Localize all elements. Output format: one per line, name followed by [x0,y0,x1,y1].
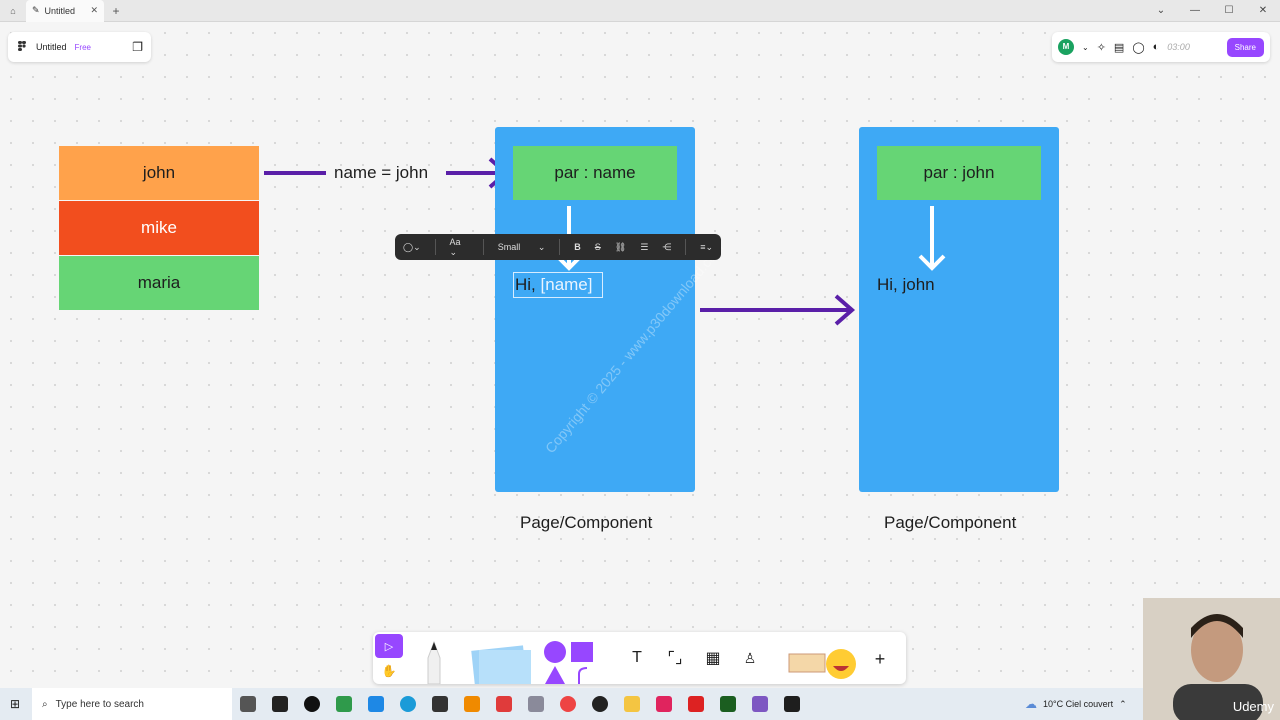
timer-value: 03:00 [1167,42,1190,52]
collab-panel: M ⌄ ✧ ▤ ◯ ◐ 03:00 Share [1052,32,1270,62]
chevron-up-icon[interactable]: ⌃ [1119,698,1127,709]
figma-taskbar-icon[interactable] [784,696,800,712]
ai-sparkle-icon[interactable]: ✧ [1096,41,1106,54]
section-tool-icon[interactable]: ⌜⌟ [667,650,683,667]
app-icon[interactable] [592,696,608,712]
sticky-note-icon[interactable] [465,640,537,684]
figma-pen-icon: ✎ [32,5,40,15]
bold-icon[interactable]: B [574,242,581,252]
text-format-toolbar: ◯⌄ Aa ⌄ Small⌄ B S ⛓ ☰ ⋲ ≡⌄ [395,234,721,260]
chrome-icon[interactable] [560,696,576,712]
webcam-overlay: Udemy [1143,598,1280,720]
tab-title: Untitled [44,5,76,16]
task-view-icon[interactable] [240,696,256,712]
caption-left[interactable]: Page/Component [520,513,653,532]
app-icon[interactable] [528,696,544,712]
figma-menu-icon[interactable] [16,40,28,54]
timer-icon[interactable]: ◐ [1152,41,1160,53]
chatgpt-icon[interactable] [304,696,320,712]
chevron-down-icon[interactable]: ⌄ [1082,42,1089,52]
search-placeholder: Type here to search [55,698,144,710]
weather-widget[interactable]: ☁ 10°C Ciel couvert ⌃ [1025,688,1127,720]
share-node-icon[interactable]: ⋲ [662,241,672,252]
app-icon[interactable] [752,696,768,712]
minimize-button[interactable]: — [1190,5,1200,16]
close-window-button[interactable]: ✕ [1258,5,1268,16]
divider [559,239,561,255]
down-arrow-icon [918,206,946,271]
app-icon[interactable] [688,696,704,712]
file-panel: Untitled Free ❐ [8,32,151,62]
shape-tool-icon[interactable] [541,640,597,684]
bottom-toolbar: ▷ ✋ T ⌜⌟ ▦ ♙ + [373,632,906,684]
param-label[interactable]: name = john [334,163,429,182]
windows-start-icon[interactable]: ⊞ [10,697,21,711]
window-controls: ⌄ — ☐ ✕ [1144,0,1280,22]
tab-close-icon[interactable]: ✕ [90,5,98,15]
file-name[interactable]: Untitled [36,42,67,52]
align-icon[interactable]: ≡⌄ [700,241,714,252]
vlc-icon[interactable] [464,696,480,712]
table-tool-icon[interactable]: ▦ [705,650,721,667]
search-icon: ⌕ [42,698,48,710]
stamp-tool-icon[interactable]: ♙ [743,649,757,666]
file-explorer-icon[interactable] [624,696,640,712]
cloud-icon: ☁ [1025,697,1037,711]
pen-tool-icon[interactable] [421,638,447,684]
divider [434,239,436,255]
divider [685,239,687,255]
browser-tab[interactable]: ✎ Untitled ✕ [26,0,104,22]
maximize-button[interactable]: ☐ [1224,5,1234,16]
pages-icon[interactable]: ❐ [132,40,143,54]
udemy-logo: Udemy [1232,699,1274,714]
chevron-down-icon[interactable]: ⌄ [1156,5,1166,16]
param-header-left[interactable]: par : name [513,146,677,200]
taskbar-search[interactable]: ⌕ Type here to search [32,688,232,720]
table-icon[interactable]: ▤ [1113,41,1125,54]
app-icon[interactable] [496,696,512,712]
vscode-icon[interactable] [368,696,384,712]
app-icon[interactable] [656,696,672,712]
list-item-john[interactable]: john [59,146,259,200]
text-tool-icon[interactable]: T [632,649,642,666]
browser-tab-bar: ⌂ ✎ Untitled ✕ + ⌄ — ☐ ✕ [0,0,1280,22]
hand-tool-icon[interactable]: ✋ [381,664,397,678]
param-header-right[interactable]: par : john [877,146,1041,200]
add-more-button[interactable]: + [874,648,886,669]
size-select[interactable]: Small⌄ [497,241,546,252]
new-tab-button[interactable]: + [112,3,120,18]
edge-icon[interactable] [400,696,416,712]
clock-app-icon[interactable] [432,696,448,712]
strikethrough-icon[interactable]: S [594,242,601,252]
notion-icon[interactable] [272,696,288,712]
caption-right[interactable]: Page/Component [884,513,1017,532]
link-icon[interactable]: ⛓ [614,241,627,252]
home-icon[interactable]: ⌂ [10,5,16,16]
avatar[interactable]: M [1058,39,1074,55]
app-icon[interactable] [720,696,736,712]
presenter-video [1143,598,1280,720]
list-item-maria[interactable]: maria [59,256,259,310]
divider [482,239,484,255]
plan-badge: Free [74,42,91,52]
font-button[interactable]: Aa ⌄ [449,236,461,257]
select-tool-button[interactable]: ▷ [375,634,403,658]
arrowhead-icon [834,294,856,326]
greeting-text-left[interactable]: Hi, [name] [513,272,603,298]
color-picker-icon[interactable]: ◯⌄ [403,241,421,252]
share-button[interactable]: Share [1226,37,1264,57]
app-icon[interactable] [336,696,352,712]
stickers-tool-icon[interactable] [785,638,861,682]
bullet-list-icon[interactable]: ☰ [640,241,649,252]
greeting-text-right[interactable]: Hi, john [877,275,935,294]
comment-icon[interactable]: ◯ [1132,41,1145,54]
list-item-mike[interactable]: mike [59,201,259,255]
weather-text: 10°C Ciel couvert [1043,699,1114,709]
windows-taskbar: ⊞ ⌕ Type here to search ☁ 10°C Ciel couv… [0,688,1280,720]
